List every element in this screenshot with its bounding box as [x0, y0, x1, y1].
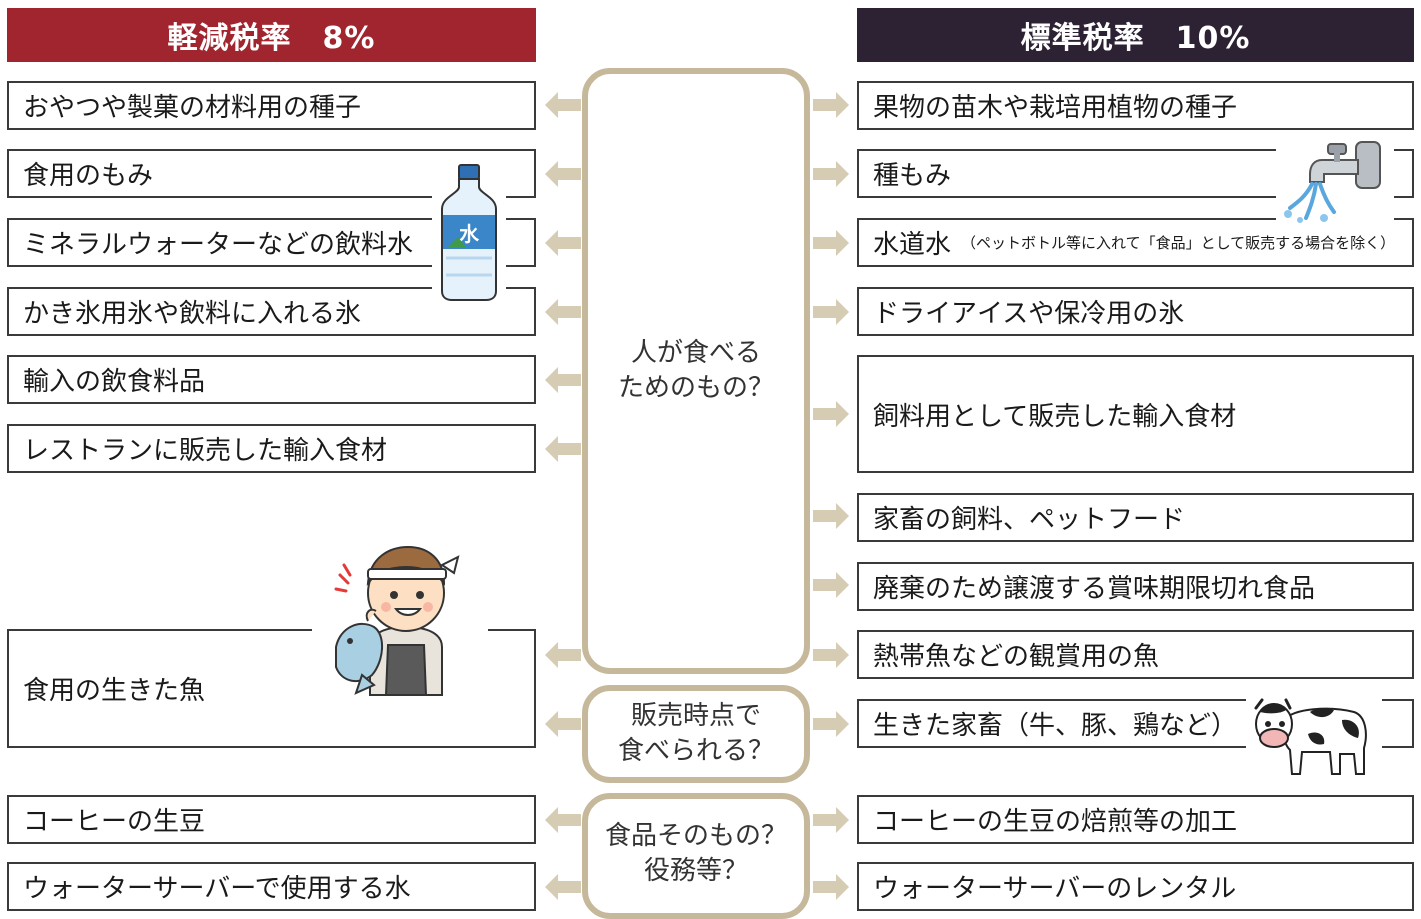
question-line: 人が食べる — [630, 337, 761, 368]
left-item-label: 食用の生きた魚 — [23, 676, 206, 706]
right-item-label: ドライアイスや保冷用の氷 — [873, 299, 1185, 329]
arrow-right-icon — [813, 572, 849, 598]
left-item-coffee-beans: コーヒーの生豆 — [7, 795, 536, 844]
arrow-right-icon — [813, 92, 849, 118]
right-item-label: ウォーターサーバーのレンタル — [873, 874, 1237, 904]
right-item-ornamental-fish: 熱帯魚などの観賞用の魚 — [857, 630, 1414, 679]
left-item-label: 食用のもみ — [23, 161, 154, 191]
right-item-plant-seeds: 果物の苗木や栽培用植物の種子 — [857, 81, 1414, 130]
left-item-label: ミネラルウォーターなどの飲料水 — [23, 230, 414, 260]
reduced-rate-header: 軽減税率 8% — [7, 8, 536, 62]
right-item-label: 種もみ — [873, 161, 952, 191]
arrow-left-icon — [545, 230, 581, 256]
right-item-label: 果物の苗木や栽培用植物の種子 — [873, 93, 1238, 123]
left-item-snack-seeds: おやつや製菓の材料用の種子 — [7, 81, 536, 130]
right-item-label: 廃棄のため譲渡する賞味期限切れ食品 — [873, 574, 1316, 604]
faucet-icon — [1284, 141, 1381, 223]
arrow-left-icon — [545, 92, 581, 118]
question-goods-or-service: 食品そのもの？ 役務等？ — [582, 793, 810, 919]
right-item-server-rental: ウォーターサーバーのレンタル — [857, 862, 1414, 911]
left-item-label: おやつや製菓の材料用の種子 — [23, 93, 362, 123]
bottle-label: 水 — [459, 222, 480, 246]
arrow-right-icon — [813, 161, 849, 187]
left-item-label: 輸入の飲食料品 — [23, 367, 206, 397]
right-item-pet-food: 家畜の飼料、ペットフード — [857, 493, 1414, 542]
left-item-label: コーヒーの生豆 — [23, 807, 206, 837]
arrow-left-icon — [545, 367, 581, 393]
question-line: ためのもの？ — [617, 373, 774, 403]
question-line: 販売時点で — [630, 700, 761, 731]
right-item-label: 生きた家畜（牛、豚、鶏など） — [873, 711, 1238, 741]
right-item-expired-food: 廃棄のため譲渡する賞味期限切れ食品 — [857, 562, 1414, 611]
left-item-server-water: ウォーターサーバーで使用する水 — [7, 862, 536, 911]
arrow-right-icon — [813, 807, 849, 833]
arrow-right-icon — [813, 299, 849, 325]
water-bottle-icon: 水 — [441, 164, 497, 301]
left-item-restaurant-food: レストランに販売した輸入食材 — [7, 424, 536, 473]
right-item-label: コーヒーの生豆の焙煎等の加工 — [873, 807, 1238, 837]
right-item-tap-water: 水道水 （ペットボトル等に入れて「食品」として販売する場合を除く） — [857, 218, 1414, 267]
arrow-left-icon — [545, 711, 581, 737]
right-item-label: 水道水 — [873, 230, 952, 260]
tap-water-note: （ペットボトル等に入れて「食品」として販売する場合を除く） — [961, 234, 1396, 252]
question-line: 食べられる？ — [617, 736, 774, 766]
standard-rate-header: 標準税率 10% — [857, 8, 1414, 62]
right-item-label: 飼料用として販売した輸入食材 — [873, 401, 1237, 432]
fishmonger-icon — [334, 545, 460, 696]
question-line: 食品そのもの？ — [604, 821, 787, 851]
right-item-label: 熱帯魚などの観賞用の魚 — [873, 642, 1160, 672]
arrow-right-icon — [813, 230, 849, 256]
left-item-label: レストランに販売した輸入食材 — [23, 436, 388, 466]
question-for-human-consumption: 人が食べるためのもの？ — [582, 68, 810, 674]
arrow-right-icon — [813, 711, 849, 737]
arrow-left-icon — [545, 161, 581, 187]
arrow-left-icon — [545, 807, 581, 833]
question-line: 役務等？ — [643, 856, 748, 887]
arrow-right-icon — [813, 503, 849, 529]
left-item-label: かき氷用氷や飲料に入れる氷 — [23, 299, 362, 329]
arrow-left-icon — [545, 874, 581, 900]
cow-icon — [1254, 698, 1367, 775]
right-item-roasting: コーヒーの生豆の焙煎等の加工 — [857, 795, 1414, 844]
arrow-right-icon — [813, 642, 849, 668]
arrow-left-icon — [545, 436, 581, 462]
arrow-right-icon — [813, 401, 849, 427]
right-item-label: 家畜の飼料、ペットフード — [873, 505, 1186, 535]
right-item-dry-ice: ドライアイスや保冷用の氷 — [857, 287, 1414, 336]
right-item-feed-import: 飼料用として販売した輸入食材 — [857, 355, 1414, 473]
arrow-right-icon — [813, 874, 849, 900]
question-edible-at-sale: 販売時点で食べられる？ — [582, 685, 810, 783]
left-item-label: ウォーターサーバーで使用する水 — [23, 874, 411, 904]
left-item-imported-food: 輸入の飲食料品 — [7, 355, 536, 404]
arrow-left-icon — [545, 299, 581, 325]
arrow-left-icon — [545, 642, 581, 668]
